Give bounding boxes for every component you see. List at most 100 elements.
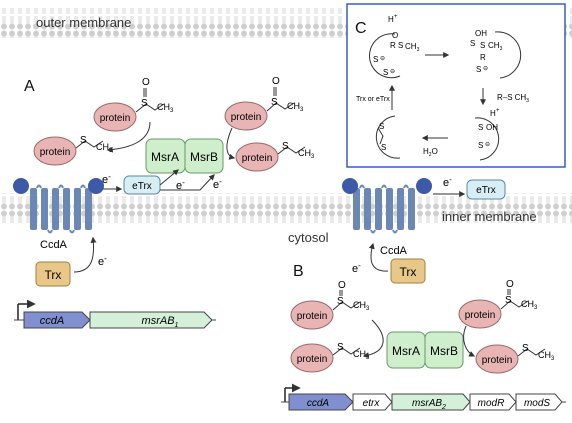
- msra-label-a: MsrA: [151, 150, 179, 164]
- msrb-box-b: [424, 331, 464, 369]
- gene-ccda-b: [288, 393, 354, 411]
- panel-b-label: B: [293, 263, 304, 280]
- sulfur-a1: S: [141, 98, 148, 109]
- gene-msrab1-a: [89, 311, 213, 329]
- gene-mods-label-b: modS: [524, 398, 550, 409]
- svg-text:R: R: [390, 41, 396, 50]
- gene-modr-b: [469, 393, 517, 411]
- ch3-a4: CH3: [298, 148, 315, 160]
- svg-text:OH: OH: [475, 29, 487, 38]
- cytosol-label: cytosol: [288, 230, 329, 245]
- svg-text:S: S: [373, 55, 378, 64]
- ccda-transporter-a: [13, 178, 104, 234]
- svg-text:O: O: [392, 31, 398, 40]
- sulfur-b1: S: [337, 296, 344, 307]
- mechanism-state-1: H + O R S CH3 S ⊖ S ⊖: [368, 14, 420, 79]
- sulfur-b4: S: [522, 343, 529, 354]
- mechanism-state-4: S S: [375, 115, 401, 159]
- protein-blob-b3: [290, 343, 334, 373]
- mechanism-state-2: OH S S CH3 R S ⊖: [470, 29, 522, 79]
- protein-label-a4: protein: [242, 153, 273, 164]
- gene-mods-b: [515, 393, 563, 411]
- svg-text:⊖: ⊖: [485, 142, 490, 148]
- gene-etrx-b: [352, 393, 393, 411]
- msra-label-b: MsrA: [392, 344, 420, 358]
- protein-label-b4: protein: [482, 355, 513, 366]
- protein-blob-b4: [475, 344, 519, 374]
- oxygen-a2: O: [272, 76, 280, 87]
- mechanism-state-3: H + S OH S ⊖: [474, 108, 500, 161]
- trx-box-a: [35, 261, 71, 287]
- svg-text:+: +: [394, 14, 398, 20]
- ch3-a3: CH3: [96, 142, 113, 154]
- electron-a3: e-: [213, 177, 222, 191]
- gene-ccda-label-b: ccdA: [307, 398, 330, 409]
- protein-label-a2: protein: [231, 112, 262, 123]
- electron-b2: e-: [352, 261, 361, 275]
- protein-blob-a1: [93, 102, 137, 132]
- svg-text:S: S: [398, 41, 403, 50]
- svg-text:⊖: ⊖: [390, 69, 395, 75]
- protein-label-b1: protein: [297, 311, 328, 322]
- msrb-label-b: MsrB: [430, 344, 458, 358]
- gene-msrab2-b: [391, 393, 471, 411]
- ccda-transporter-b: [342, 178, 432, 234]
- panel-c-box: [346, 3, 566, 168]
- ccda-label-b: CcdA: [380, 245, 408, 257]
- trx-label-b: Trx: [400, 265, 417, 279]
- svg-text:H: H: [490, 109, 496, 118]
- msrb-label-a: MsrB: [190, 150, 218, 164]
- ch3-a2: CH3: [287, 101, 304, 113]
- protein-blob-a3: [33, 136, 77, 166]
- protein-blob-a4: [235, 142, 279, 172]
- gene-msrab2-label: msrAB2: [412, 398, 446, 411]
- trx-or-etrx-label: Trx or eTrx: [356, 96, 390, 103]
- oxygen-b2: O: [506, 279, 514, 290]
- inner-membrane-label: inner membrane: [442, 209, 537, 224]
- protein-label-a3: protein: [40, 147, 71, 158]
- outer-membrane-label: outer membrane: [36, 15, 131, 30]
- electron-a1: e-: [102, 172, 111, 186]
- sulfur-a3: S: [80, 135, 87, 146]
- oxygen-b1: O: [338, 280, 346, 291]
- sulfur-b2: S: [505, 295, 512, 306]
- svg-text:S: S: [383, 68, 388, 77]
- svg-text:⊖: ⊖: [380, 56, 385, 62]
- etrx-box-b: [466, 179, 506, 200]
- svg-text:S: S: [480, 41, 485, 50]
- ch3-b4: CH3: [538, 350, 555, 362]
- ch3-b2: CH3: [521, 299, 538, 311]
- svg-text:S: S: [470, 39, 475, 48]
- ch3-b1: CH3: [353, 300, 370, 312]
- gene-ccda-a: [23, 311, 91, 329]
- sulfur-a4: S: [282, 141, 289, 152]
- svg-text:+: +: [496, 108, 500, 114]
- protein-blob-b2: [458, 299, 502, 329]
- protein-label-a1: protein: [100, 113, 131, 124]
- protein-label-b2: protein: [465, 310, 496, 321]
- h2o-product: H2O: [423, 147, 438, 158]
- svg-text:R: R: [480, 53, 486, 62]
- svg-text:S: S: [379, 122, 384, 131]
- electron-a2: e-: [176, 178, 185, 192]
- electron-a4: e-: [98, 254, 107, 268]
- sulfur-a2: S: [271, 97, 278, 108]
- gene-etrx-label-b: etrx: [363, 398, 381, 409]
- panel-c-label: C: [355, 20, 367, 37]
- svg-text:S: S: [381, 143, 386, 152]
- svg-text:H: H: [388, 15, 394, 24]
- oxygen-a1: O: [142, 77, 150, 88]
- msrb-box-a: [184, 138, 224, 174]
- svg-text:⊖: ⊖: [483, 66, 488, 72]
- etrx-label-a: eTrx: [132, 181, 152, 192]
- trx-box-b: [390, 258, 426, 284]
- panel-a-label: A: [24, 78, 35, 95]
- svg-text:CH3: CH3: [405, 42, 420, 53]
- gene-ccda-label-a: ccdA: [40, 315, 64, 327]
- svg-text:CH3: CH3: [488, 41, 503, 52]
- svg-text:S: S: [476, 65, 481, 74]
- trx-label-a: Trx: [45, 268, 62, 282]
- svg-text:S: S: [478, 141, 483, 150]
